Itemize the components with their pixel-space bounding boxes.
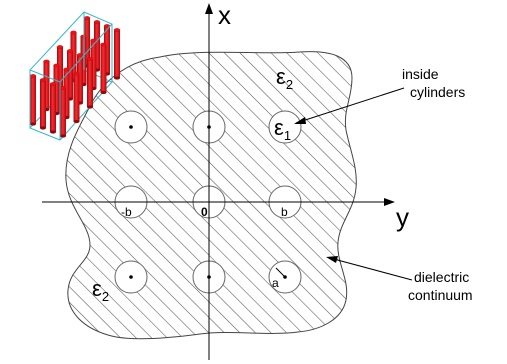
cylinder-base	[100, 90, 107, 95]
cylinder-top	[49, 82, 57, 86]
epsilon-2-upper: ε2	[276, 64, 293, 92]
cylinder-cross-sections	[114, 110, 302, 294]
epsilon-2-lower: ε2	[92, 276, 109, 304]
cylinder-top	[83, 16, 91, 20]
cylinder-top	[86, 57, 94, 61]
origin-label: 0	[201, 205, 208, 219]
cylinder-top	[93, 20, 101, 24]
cylinder-body	[60, 88, 66, 136]
epsilon-sub: 2	[286, 77, 293, 92]
y-axis-arrowhead	[384, 198, 395, 206]
cylinder-top	[73, 71, 80, 76]
cylinder-top	[100, 42, 107, 47]
x-axis-arrowhead	[205, 3, 213, 14]
cylinder-top	[29, 74, 37, 78]
cylinder-body	[84, 18, 90, 66]
cylinder-body	[87, 59, 93, 107]
cylinder-base	[114, 76, 120, 80]
cylinders-annotation-line1: inside	[402, 66, 439, 82]
cylinder-top	[76, 53, 84, 57]
continuum-annotation-line2: continuum	[408, 287, 473, 303]
cylinder-circle	[268, 110, 302, 144]
cylinders-pointer	[295, 87, 405, 124]
epsilon-sub: 2	[102, 289, 109, 304]
cylinders-annotation-line2: cylinders	[410, 84, 465, 100]
epsilon-symbol: ε	[92, 276, 102, 301]
center-dot	[129, 275, 133, 279]
epsilon-symbol: ε	[276, 64, 286, 89]
cylinder-top	[66, 49, 74, 53]
cylinder-body	[114, 30, 120, 78]
cylinder-body	[57, 47, 63, 95]
center-dot	[129, 125, 133, 129]
cylinder-body	[63, 69, 70, 118]
cylinder-body	[50, 84, 56, 132]
cylinder-top	[90, 38, 97, 43]
cylinder-body	[94, 22, 100, 70]
epsilon-symbol: ε	[274, 115, 284, 140]
cylinder-body	[53, 65, 60, 114]
cylinder-body	[43, 61, 50, 110]
cylinder-body	[90, 40, 97, 89]
radius-label: a	[272, 276, 279, 290]
x-axis-label: x	[218, 0, 231, 30]
epsilon-sub: 1	[284, 128, 291, 143]
continuum-pointer	[329, 257, 413, 281]
y-axis-label: y	[396, 202, 409, 232]
cylinder-top	[59, 86, 67, 90]
cylinder-base	[87, 105, 93, 109]
cylinder-body	[73, 73, 80, 122]
cylinder-top	[70, 30, 77, 35]
cylinder-body	[70, 32, 77, 81]
cylinder-body	[77, 55, 83, 103]
pos-b-label: b	[281, 205, 288, 219]
cylinder-top	[63, 67, 70, 72]
cylinder-body	[104, 26, 110, 74]
cylinder-top	[113, 28, 121, 32]
cylinder-top	[43, 59, 50, 64]
continuum-annotation-line1: dielectric	[414, 269, 469, 285]
continuum-pointer-head	[326, 256, 338, 263]
cylinder-base	[50, 130, 56, 134]
radius-line	[275, 267, 286, 278]
cylinder-body	[100, 44, 107, 93]
cylinder-body	[67, 51, 73, 99]
cylinder-array-inset	[29, 11, 121, 141]
cylinder-top	[53, 63, 60, 68]
epsilon-1: ε1	[274, 115, 291, 143]
cylinder-base	[73, 119, 80, 124]
cylinder-top	[39, 78, 47, 82]
cylinder-body	[30, 76, 36, 124]
cylinder-body	[40, 80, 46, 128]
cylinder-base	[30, 122, 36, 126]
cylinder-top	[56, 45, 64, 49]
cylinders-pointer-head	[294, 117, 306, 124]
cylinder-base	[60, 134, 66, 138]
cylinder-base	[40, 126, 46, 130]
neg-b-label: -b	[121, 205, 132, 219]
